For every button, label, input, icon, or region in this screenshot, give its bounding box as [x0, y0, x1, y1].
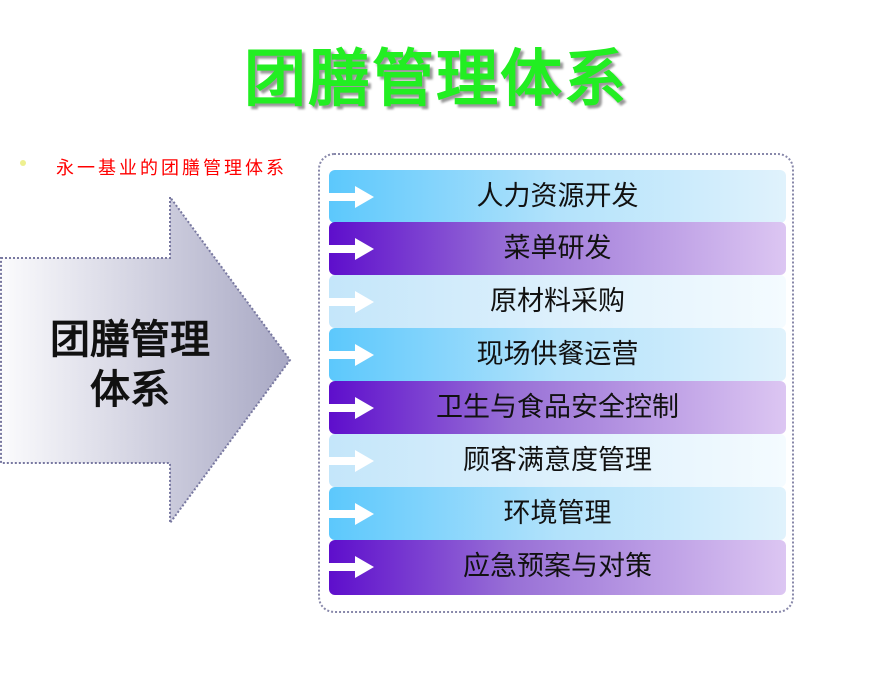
arrow-label-line: 体系 — [90, 367, 170, 413]
item-bar: 应急预案与对策 — [329, 540, 786, 595]
items-container — [318, 153, 794, 613]
item-label: 顾客满意度管理 — [463, 445, 652, 476]
arrow-label: 团膳管理 体系 — [30, 315, 230, 415]
right-arrow-icon — [329, 556, 374, 578]
item-bar: 现场供餐运营 — [329, 328, 786, 381]
bullet-icon — [20, 160, 26, 166]
item-bar: 卫生与食品安全控制 — [329, 381, 786, 434]
item-label: 菜单研发 — [503, 233, 612, 264]
right-arrow-icon — [329, 238, 374, 260]
right-arrow-icon — [329, 344, 374, 366]
item-label: 卫生与食品安全控制 — [436, 392, 679, 423]
item-bar: 原材料采购 — [329, 275, 786, 328]
right-arrow-icon — [329, 450, 374, 472]
right-arrow-icon — [329, 503, 374, 525]
item-label: 现场供餐运营 — [476, 339, 639, 370]
right-arrow-icon — [329, 186, 374, 208]
right-arrow-icon — [329, 291, 374, 313]
item-bar: 人力资源开发 — [329, 170, 786, 223]
item-bar: 环境管理 — [329, 487, 786, 540]
item-bar: 顾客满意度管理 — [329, 434, 786, 487]
item-label: 应急预案与对策 — [463, 551, 652, 582]
item-label: 人力资源开发 — [476, 181, 639, 212]
subtitle: 永一基业的团膳管理体系 — [56, 158, 287, 179]
item-label: 环境管理 — [503, 498, 612, 529]
item-bar: 菜单研发 — [329, 222, 786, 275]
arrow-label-line: 团膳管理 — [50, 317, 210, 363]
right-arrow-icon — [329, 397, 374, 419]
item-label: 原材料采购 — [490, 286, 625, 317]
slide-title: 团膳管理体系 — [243, 42, 628, 115]
big-arrow-shape — [0, 195, 292, 527]
